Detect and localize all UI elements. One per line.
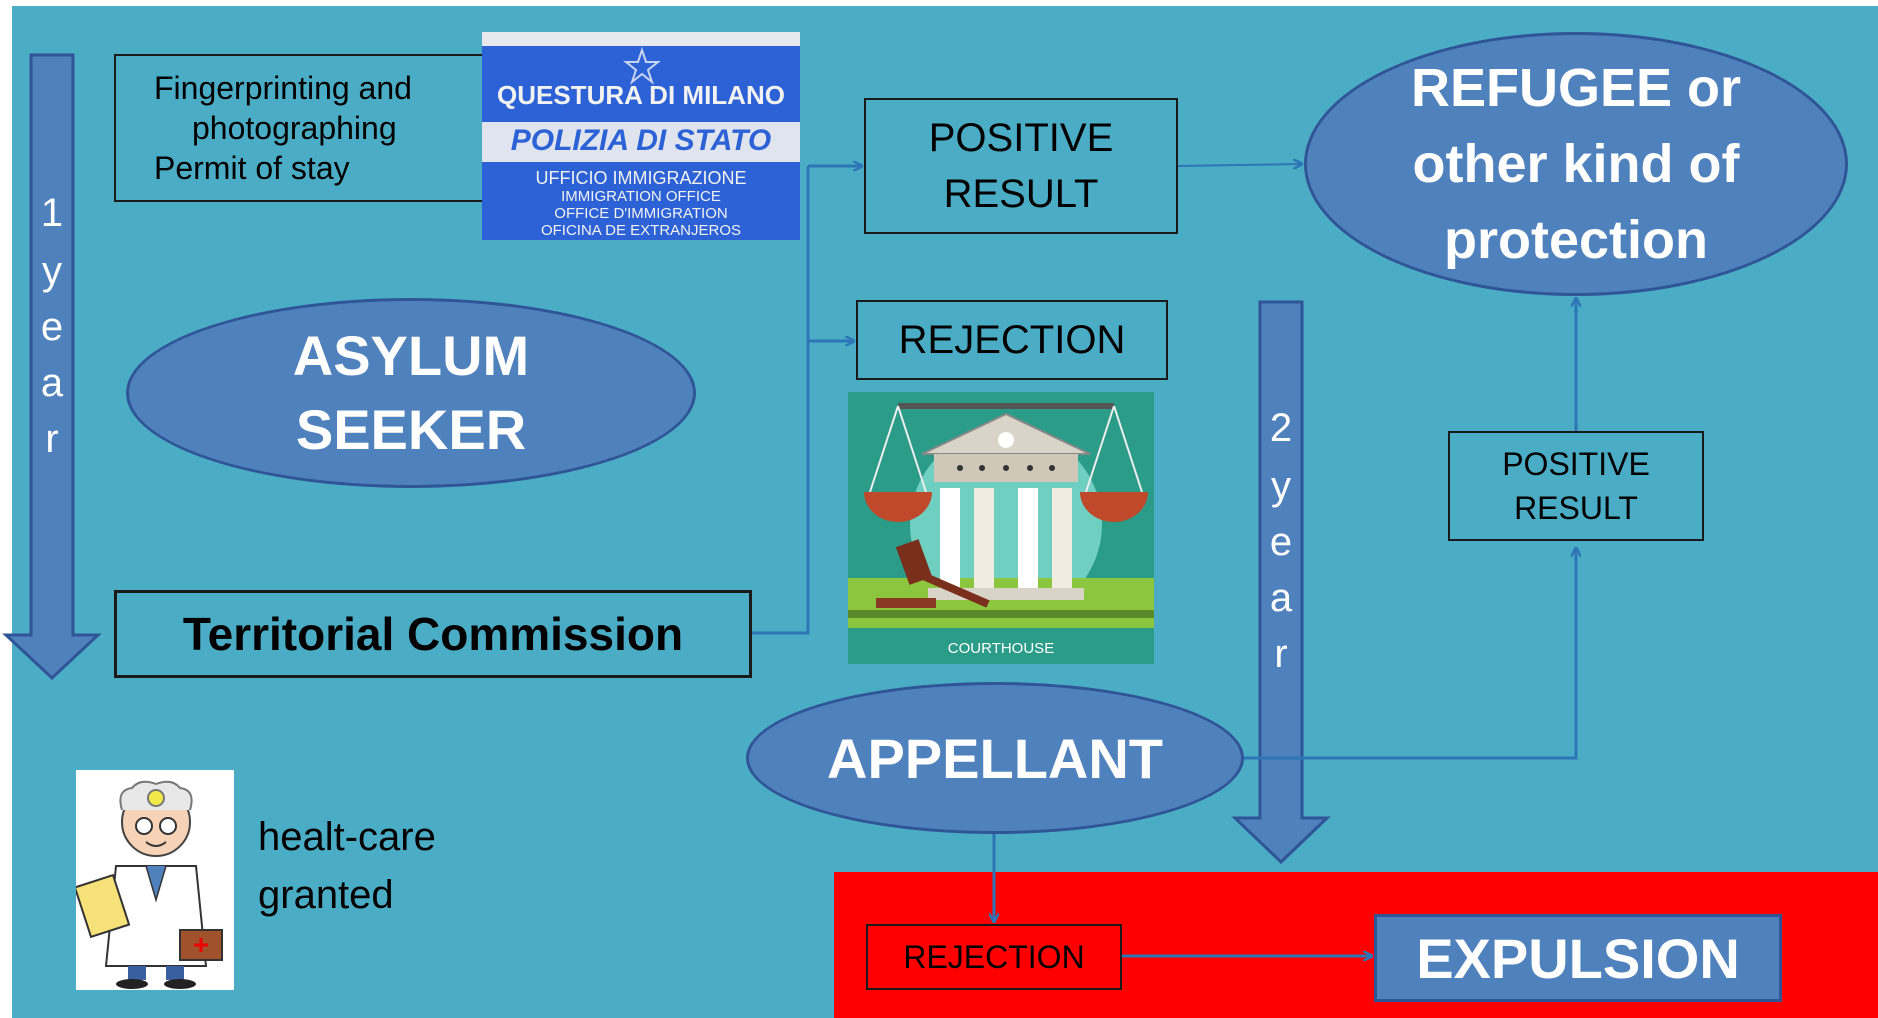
positive-result-box: POSITIVE RESULT [864, 98, 1178, 234]
appellant-to-positive-connector [1244, 548, 1576, 760]
arrow-to-refugee [1177, 164, 1302, 166]
expulsion-box: EXPULSION [1374, 914, 1782, 1002]
appellant-ellipse: APPELLANT [746, 682, 1244, 834]
sign-questura: QUESTURA DI MILANO [497, 80, 785, 110]
doctor-icon [76, 780, 223, 989]
courthouse-scales-icon [848, 403, 1154, 628]
territorial-commission-box: Territorial Commission [114, 590, 752, 678]
healthcare-text: healt-care granted [258, 808, 436, 924]
sign-office: OFFICE D'IMMIGRATION [554, 205, 728, 222]
asylum-seeker-ellipse: ASYLUM SEEKER [126, 298, 696, 488]
sign-oficina: OFICINA DE EXTRANJEROS [540, 222, 742, 239]
republic-emblem-icon [623, 46, 661, 85]
healthcare-line-1: healt-care [258, 815, 436, 859]
two-year-label: 2 y e a r [1269, 406, 1293, 676]
sign-ufficio: UFFICIO IMMIGRAZIONE [535, 168, 747, 188]
two-year-arrow [1231, 300, 1331, 865]
doctor-image [76, 770, 234, 990]
fingerprinting-box: Fingerprinting and photographing Permit … [114, 54, 484, 202]
final-rejection-box: REJECTION [866, 924, 1122, 990]
sign-polizia: POLIZIA DI STATO [510, 124, 772, 157]
appeal-positive-result-box: POSITIVE RESULT [1448, 431, 1704, 541]
commission-connector [750, 166, 810, 635]
police-office-sign-image: QUESTURA DI MILANO POLIZIA DI STATO UFFI… [482, 32, 800, 240]
one-year-arrow [2, 53, 102, 681]
one-year-label: 1 y e a r [40, 191, 64, 461]
refugee-protection-ellipse: REFUGEE or other kind of protection [1304, 32, 1848, 296]
courthouse-image: COURTHOUSE [848, 392, 1154, 664]
courthouse-label: COURTHOUSE [947, 640, 1055, 657]
rejection-box: REJECTION [856, 300, 1168, 380]
healthcare-line-2: granted [258, 873, 394, 917]
sign-immigration: IMMIGRATION OFFICE [561, 188, 721, 205]
